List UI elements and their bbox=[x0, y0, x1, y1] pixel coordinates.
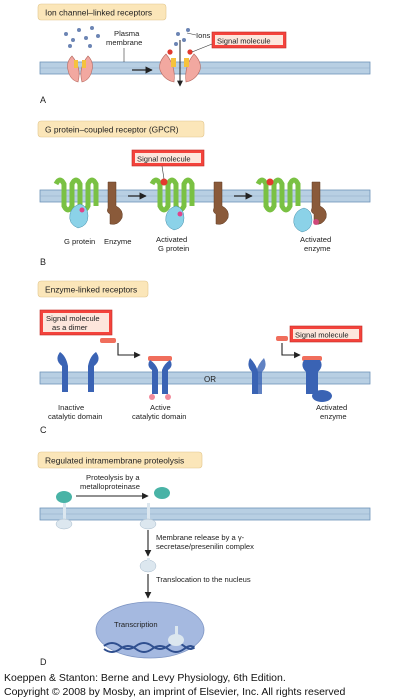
enzyme-2 bbox=[213, 181, 229, 225]
single-ligand bbox=[276, 336, 288, 341]
panel-c-title-box bbox=[37, 280, 149, 298]
panel-d-letter: D bbox=[40, 657, 47, 667]
signal-leader-b bbox=[161, 165, 165, 180]
signal-leader-a bbox=[191, 43, 213, 53]
panel-b-title-box bbox=[37, 120, 205, 138]
receptor-c2b bbox=[256, 358, 266, 394]
gpcr-inactive bbox=[53, 177, 99, 213]
release-label: Membrane release by a γ-secretase/presen… bbox=[156, 533, 254, 551]
nucleus bbox=[95, 601, 205, 659]
panel-b: G protein–coupled receptor (GPCR) G prot… bbox=[37, 120, 371, 267]
remaining-stub bbox=[139, 503, 157, 530]
arrow-c2 bbox=[281, 343, 301, 359]
ions-leader bbox=[186, 32, 197, 36]
signal-box-c-label: Signal molecule bbox=[295, 331, 349, 340]
panel-c-title: Enzyme-linked receptors bbox=[45, 285, 137, 295]
g-protein-label: G protein bbox=[64, 237, 95, 246]
gpcr-final bbox=[255, 177, 301, 213]
panel-d: Regulated intramembrane proteolysis Prot… bbox=[37, 451, 371, 667]
activated-enzyme-c bbox=[302, 356, 332, 402]
footer-citation: Koeppen & Stanton: Berne and Levy Physio… bbox=[4, 672, 286, 684]
ion-dots-left bbox=[64, 26, 100, 48]
or-label: OR bbox=[204, 375, 216, 384]
transcription-label: Transcription bbox=[114, 620, 158, 629]
dimer-ligand bbox=[100, 338, 116, 343]
arrow-c1 bbox=[117, 343, 141, 359]
signal-box-b-label: Signal molecule bbox=[137, 155, 191, 164]
signal-box-a-label: Signal molecule bbox=[217, 37, 271, 46]
active-receptors bbox=[148, 356, 172, 400]
ions-label: Ions bbox=[196, 31, 211, 40]
g-protein-1 bbox=[69, 203, 89, 229]
released-fragment bbox=[139, 558, 157, 573]
ion-dots-right bbox=[174, 28, 190, 46]
enzyme-label: Enzyme bbox=[104, 237, 131, 246]
footer-copyright: Copyright © 2008 by Mosby, an imprint of… bbox=[4, 686, 346, 698]
receptor-c2 bbox=[248, 358, 258, 394]
cleaved-ectodomain bbox=[154, 487, 170, 499]
panel-c-letter: C bbox=[40, 425, 47, 435]
panel-a-letter: A bbox=[40, 95, 46, 105]
gpcr-bound bbox=[149, 177, 195, 213]
translocation-label: Translocation to the nucleus bbox=[156, 575, 251, 584]
panel-b-title: G protein–coupled receptor (GPCR) bbox=[45, 125, 179, 135]
enzyme-activated bbox=[311, 181, 327, 225]
enzyme-1 bbox=[107, 181, 123, 225]
panel-b-letter: B bbox=[40, 257, 46, 267]
g-protein-activated bbox=[165, 205, 185, 231]
open-ion-channel bbox=[159, 40, 201, 87]
panel-a-title: Ion channel–linked receptors bbox=[45, 8, 152, 18]
closed-ion-channel bbox=[67, 55, 93, 83]
g-protein-bound-enzyme bbox=[293, 207, 319, 233]
precursor-protein bbox=[55, 491, 73, 530]
panel-d-title-box bbox=[37, 451, 203, 469]
panel-a-title-box bbox=[37, 3, 167, 21]
inactive-receptors bbox=[57, 352, 99, 392]
panel-d-title: Regulated intramembrane proteolysis bbox=[45, 456, 184, 466]
